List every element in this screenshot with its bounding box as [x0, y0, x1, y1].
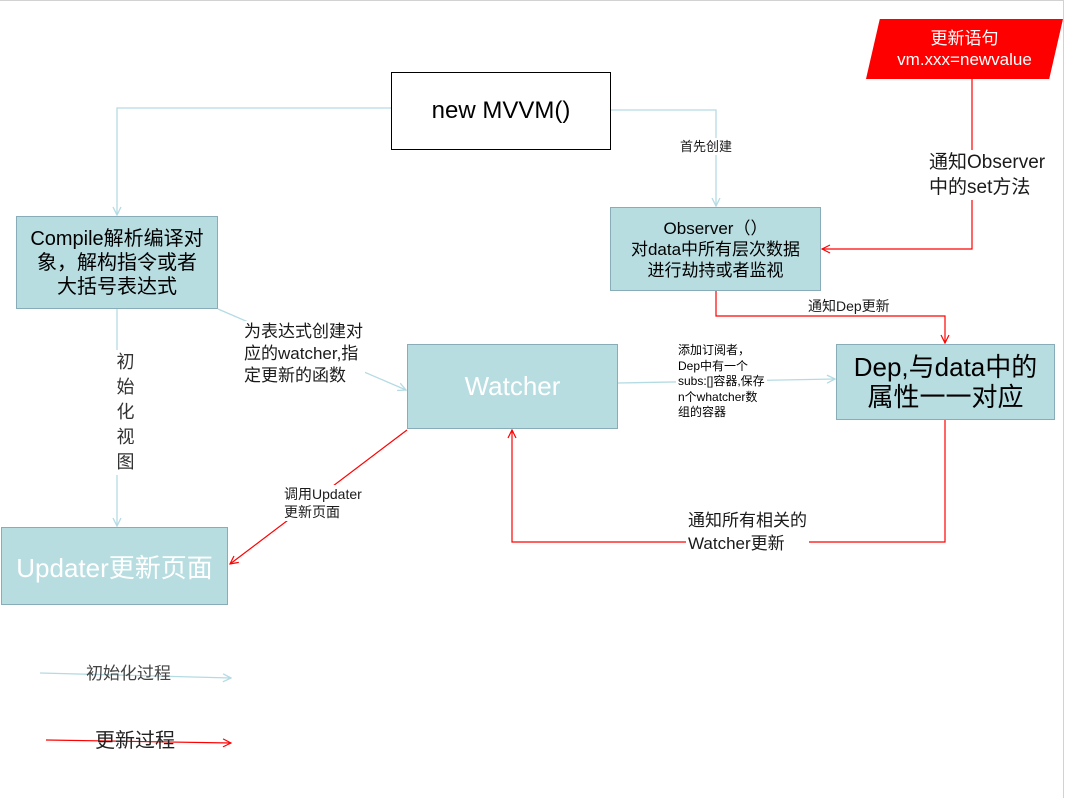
node-compile-line: 象，解构指令或者 [37, 251, 197, 274]
edge-label-create-watcher: 为表达式创建对 应的watcher,指 定更新的函数 [242, 321, 365, 387]
legend-init-label: 初始化过程 [86, 664, 171, 683]
node-observer-line: Observer（） [663, 218, 768, 238]
node-observer-line: 对data中所有层次数据 [630, 239, 801, 259]
edge-label-notify-observer-set: 通知Observer 中的set方法 [927, 150, 1048, 200]
edge-label-line: Dep中有一个 [678, 358, 749, 373]
edge-label-first-create: 首先创建 [678, 138, 735, 155]
node-update-statement-title: 更新语句 [930, 29, 999, 48]
legend-update-label: 更新过程 [95, 730, 175, 752]
legend-update-arrow [45, 740, 231, 743]
edge-label-line: 组的容器 [678, 405, 727, 419]
node-updater-label: Updater更新页面 [16, 552, 213, 583]
node-compile: Compile解析编译对 象，解构指令或者 大括号表达式 [16, 216, 218, 309]
edge-label-init-view: 初始化视图 [116, 350, 135, 475]
legend-init-arrow [39, 672, 231, 678]
edge-label-line: 更新页面 [284, 504, 340, 520]
node-observer-line: 进行劫持或者监视 [647, 260, 784, 280]
edge-label-line: 添加订阅者， [678, 343, 751, 357]
edge-label-line: 通知Observer [929, 152, 1046, 173]
node-observer: Observer（） 对data中所有层次数据 进行劫持或者监视 [610, 207, 821, 291]
arrow-mvvm-to-compile [117, 107, 391, 215]
edge-label-notify-dep-update: 通知Dep更新 [806, 297, 892, 315]
arrow-observer-to-dep [715, 291, 945, 343]
node-dep-line: Dep,与data中的 [853, 352, 1038, 382]
node-compile-line: 大括号表达式 [57, 275, 177, 298]
edge-label-call-updater: 调用Updater 更新页面 [282, 485, 364, 521]
node-compile-line: Compile解析编译对 [30, 227, 204, 250]
edge-label-notify-watchers: 通知所有相关的 Watcher更新 [686, 509, 809, 555]
node-dep-line: 属性一一对应 [867, 382, 1024, 412]
node-update-statement: 更新语句 vm.xxx=newvalue [866, 19, 1063, 79]
node-watcher-label: Watcher [464, 371, 561, 401]
node-new-mvvm: new MVVM() [391, 72, 611, 150]
edge-label-line: 定更新的函数 [244, 366, 346, 385]
node-update-statement-code: vm.xxx=newvalue [897, 50, 1032, 69]
edge-label-line: 应的watcher,指 [244, 344, 359, 363]
edge-label-line: subs:[]容器,保存 [678, 374, 765, 388]
node-updater: Updater更新页面 [1, 527, 228, 605]
node-watcher: Watcher [407, 344, 618, 429]
edge-label-line: 通知所有相关的 [688, 511, 807, 530]
edge-label-line: 为表达式创建对 [244, 322, 363, 341]
arrow-mvvm-to-observer [611, 109, 716, 206]
node-new-mvvm-label: new MVVM() [431, 97, 571, 124]
edge-label-line: n个whatcher数 [678, 389, 758, 404]
edge-label-add-subscriber: 添加订阅者， Dep中有一个 subs:[]容器,保存 n个whatcher数 … [676, 343, 767, 421]
edge-label-line: 调用Updater [284, 486, 362, 502]
edge-label-line: Watcher更新 [688, 534, 785, 553]
arrow-update-statement-to-observer [822, 79, 973, 249]
edge-label-line: 中的set方法 [929, 177, 1031, 198]
node-dep: Dep,与data中的 属性一一对应 [836, 344, 1055, 420]
